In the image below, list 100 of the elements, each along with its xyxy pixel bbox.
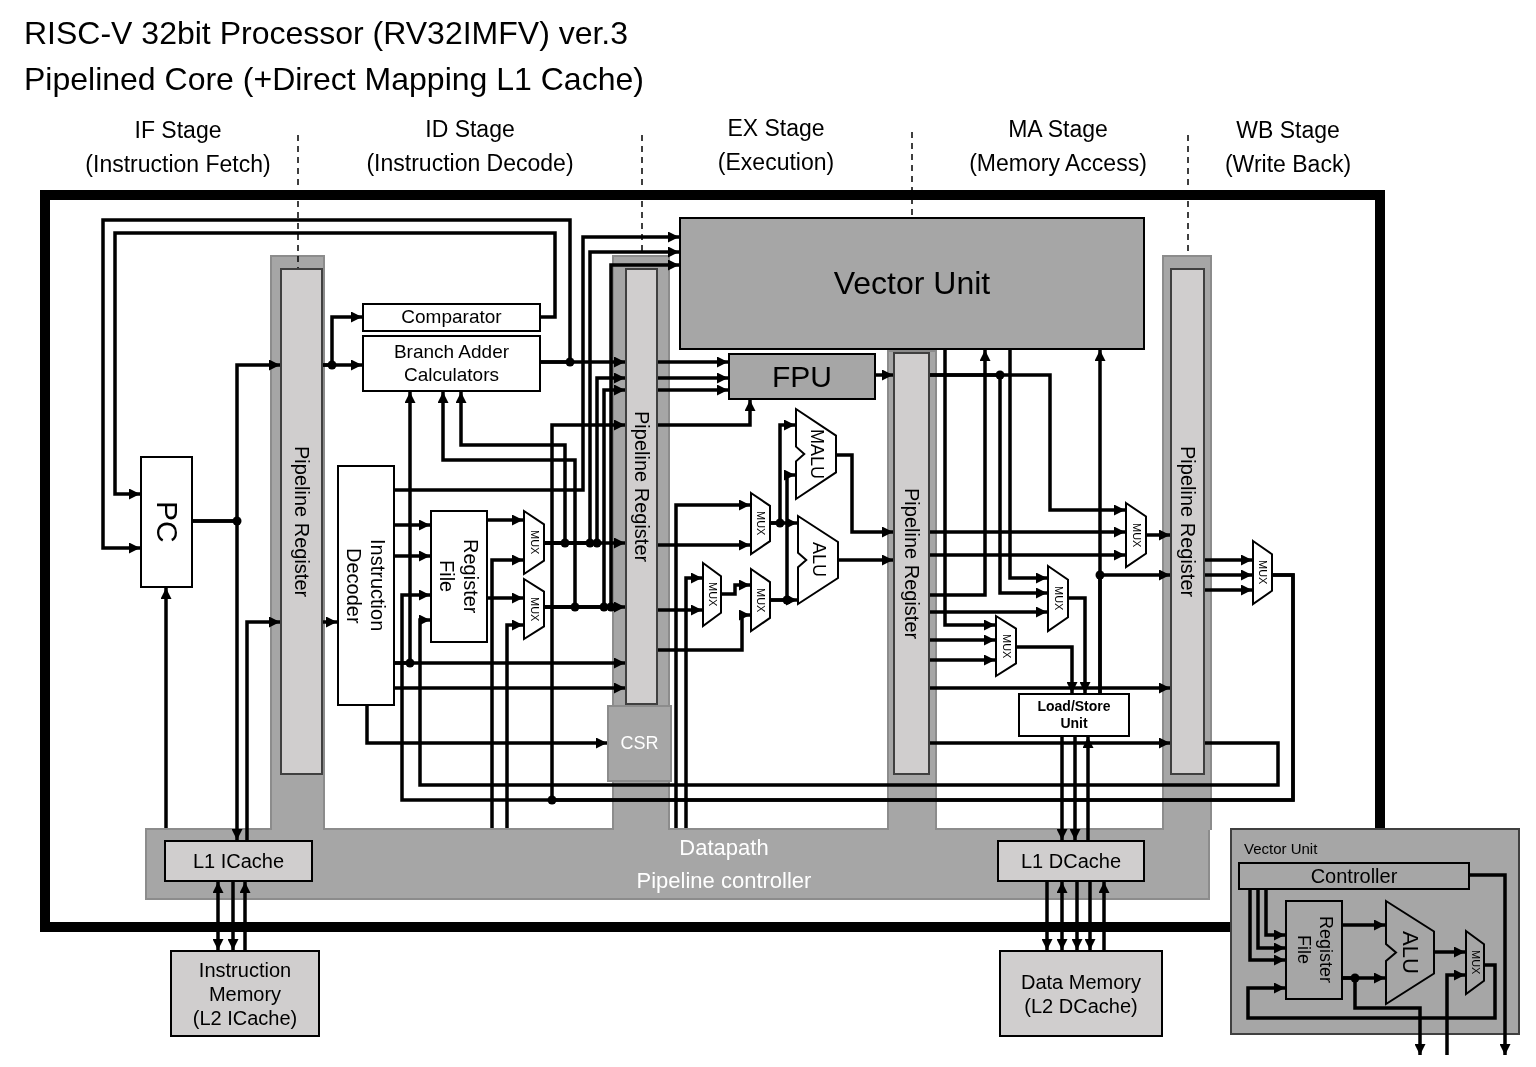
band-label: Pipeline controller <box>635 867 813 895</box>
node-label: Register File <box>1293 915 1336 986</box>
arrow <box>1264 890 1285 941</box>
pipeline-register <box>625 268 658 705</box>
memory-box <box>999 950 1163 1037</box>
arrow <box>395 682 625 694</box>
node-label: L1 ICache <box>192 849 285 873</box>
stage-label: (Instruction Fetch) <box>85 151 271 179</box>
pc-box <box>140 456 193 588</box>
arrow <box>930 682 1170 694</box>
diagram-title: RISC-V 32bit Processor (RV32IMFV) ver.3 <box>24 14 629 53</box>
arrow <box>1041 882 1053 950</box>
arrow <box>1343 919 1385 931</box>
symbol-label: MUX <box>1468 950 1482 975</box>
symbol-label: ALU <box>1397 931 1424 974</box>
cache-box <box>997 840 1145 882</box>
arrow <box>488 514 523 526</box>
arrow <box>1147 529 1170 541</box>
arrow <box>839 554 893 566</box>
alu-symbol <box>1385 900 1435 1005</box>
arrow <box>876 369 893 381</box>
node-label: Load/Store Unit <box>1036 698 1112 732</box>
mux-symbol <box>702 562 722 627</box>
arrow <box>227 882 239 950</box>
arrow <box>488 592 523 604</box>
stage-label: (Execution) <box>717 149 835 177</box>
arrow <box>1008 350 1047 584</box>
stage-label: (Instruction Decode) <box>366 150 574 178</box>
double-arrow <box>212 882 224 950</box>
symbol-label: MUX <box>1129 522 1143 548</box>
arrow <box>658 604 702 616</box>
panel-heading: Vector Unit <box>1244 841 1318 858</box>
arrow <box>930 737 1170 749</box>
symbol-label: MUX <box>754 511 768 536</box>
arrow <box>1205 584 1252 596</box>
arrow <box>658 384 728 396</box>
arrow <box>1098 882 1110 950</box>
arrow <box>658 609 750 652</box>
subtitle: Pipelined Core (+Direct Mapping L1 Cache) <box>24 60 644 99</box>
node-label: Pipeline Register <box>1175 445 1200 598</box>
arrow <box>193 519 243 840</box>
arrow <box>505 619 523 828</box>
stage-label: EX Stage <box>727 115 825 143</box>
mux-symbol <box>1465 930 1485 995</box>
arrow <box>930 526 1125 538</box>
vector-unit-box <box>679 217 1145 350</box>
register-file-box <box>1285 900 1343 1000</box>
node-label: L1 DCache <box>1020 849 1122 873</box>
node-label: Branch Adder Calculators <box>392 340 511 387</box>
arrow <box>1056 737 1068 840</box>
symbol-label: MUX <box>1051 586 1065 611</box>
arrow <box>1248 890 1285 966</box>
arrow <box>930 350 991 597</box>
mux-symbol <box>1125 502 1147 568</box>
load-store-unit-box <box>1018 693 1130 737</box>
memory-box <box>170 950 320 1037</box>
symbol-label: MUX <box>999 633 1013 659</box>
cache-box <box>164 840 313 882</box>
mux-symbol <box>523 510 545 575</box>
node-label: Register File <box>435 538 483 616</box>
symbol-label: MUX <box>705 582 719 607</box>
mux-symbol <box>1047 565 1069 632</box>
arrow <box>1069 596 1091 693</box>
arrow <box>1017 645 1078 693</box>
arrow <box>1246 963 1497 1020</box>
stage-label: MA Stage <box>1008 116 1108 144</box>
node-label: Pipeline Register <box>289 445 314 598</box>
symbol-label: MUX <box>527 530 541 555</box>
arrow <box>658 400 756 427</box>
arrow <box>1205 569 1252 581</box>
pipeline-register <box>280 268 323 775</box>
arrow <box>490 554 523 828</box>
mux-symbol <box>995 615 1017 677</box>
arrow <box>323 359 362 371</box>
symbol-label: ALU <box>807 542 829 578</box>
arrow <box>1256 890 1285 954</box>
arrow <box>1343 976 1426 1055</box>
arrow <box>1445 969 1465 1055</box>
arrow <box>930 634 995 646</box>
arrow <box>365 706 607 749</box>
node-label: Comparator <box>401 306 502 329</box>
arrow <box>1435 946 1465 958</box>
node-label: PC <box>149 501 185 543</box>
arrow <box>930 549 1125 561</box>
arrow <box>395 657 625 669</box>
symbol-label: MUX <box>1256 560 1270 585</box>
fpu-box <box>728 353 876 400</box>
node-label: Vector Unit <box>833 264 991 303</box>
alu-symbol <box>797 515 839 605</box>
arrow <box>943 350 995 631</box>
arrow <box>722 579 750 596</box>
node-label: Pipeline Register <box>899 487 924 640</box>
node-label: Instruction Decoder <box>342 538 390 634</box>
arrow <box>771 469 795 602</box>
arrow <box>1069 737 1081 840</box>
arrow <box>1084 882 1096 950</box>
stage-label: (Write Back) <box>1224 151 1352 179</box>
arrow <box>658 356 728 368</box>
controller-band <box>145 828 1210 900</box>
arrow <box>101 218 572 554</box>
